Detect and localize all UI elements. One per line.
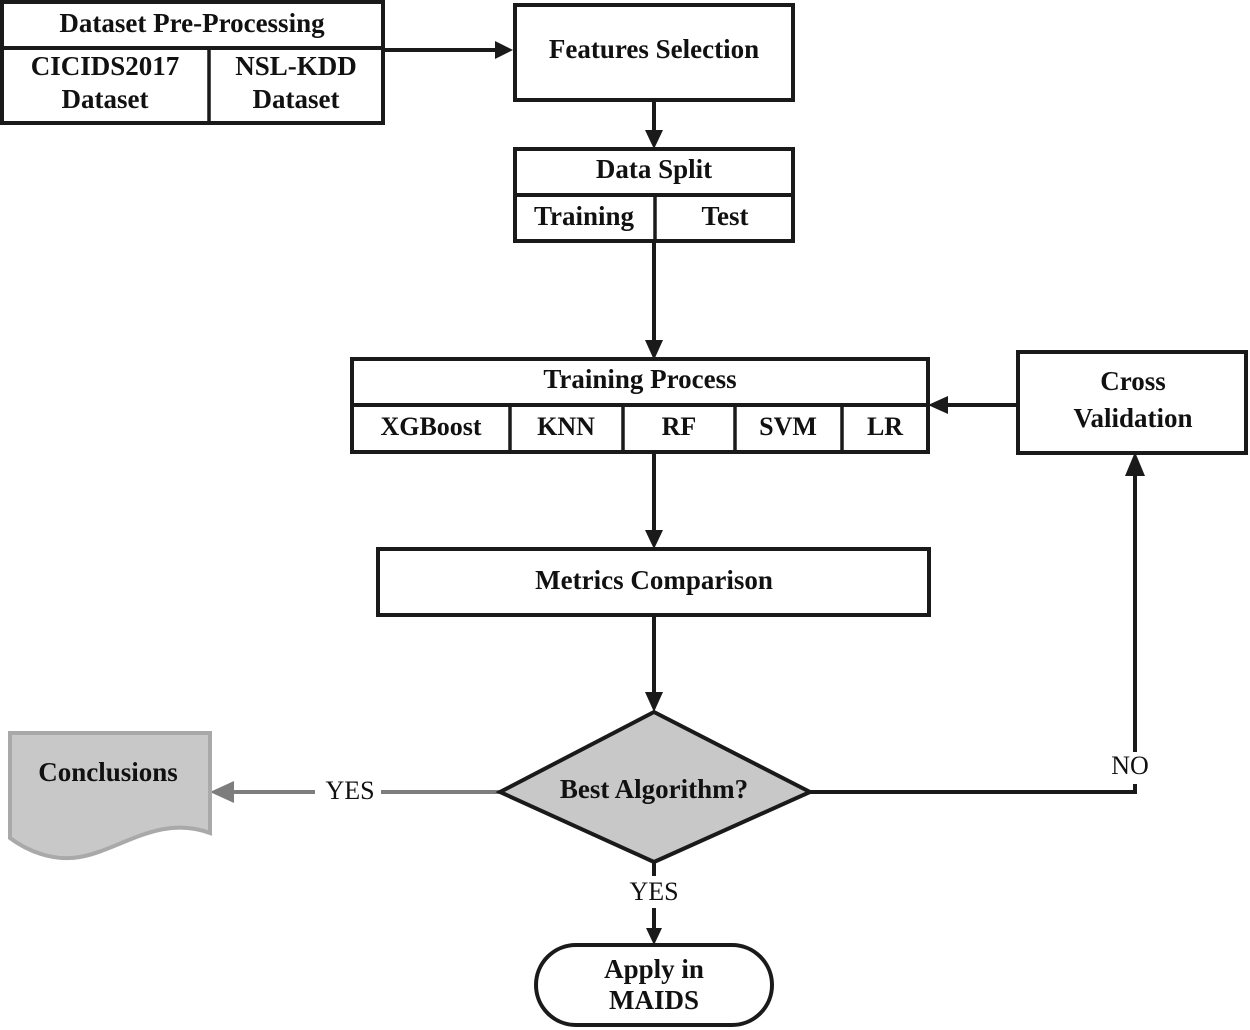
cross-validation-label-line-0: Cross <box>1100 366 1166 396</box>
training-process-cell-rf: RF <box>662 412 697 441</box>
edge-preprocessing-to-features <box>383 41 513 59</box>
node-conclusions[interactable]: Conclusions <box>8 731 212 861</box>
decision-label: Best Algorithm? <box>560 774 748 804</box>
node-metrics-comparison[interactable]: Metrics Comparison <box>376 547 931 617</box>
training-process-header-label: Training Process <box>543 364 736 394</box>
cross-validation-label-line-1: Validation <box>1073 403 1192 433</box>
training-process-cell-svm: SVM <box>759 412 817 441</box>
training-process-cell-xgboost: XGBoost <box>380 412 481 441</box>
apply-label-line-0: Apply in <box>604 954 704 984</box>
preprocessing-cell-0-line-0: CICIDS2017 <box>31 51 180 81</box>
preprocessing-cell-0-line-1: Dataset <box>62 84 149 114</box>
metrics-comparison-label: Metrics Comparison <box>535 565 773 595</box>
node-features-selection[interactable]: Features Selection <box>513 3 795 102</box>
training-process-cell-knn: KNN <box>537 412 595 441</box>
edge-label-yes-left: YES <box>315 776 381 808</box>
edge-label-yes-down-text: YES <box>629 877 678 906</box>
node-data-split[interactable]: Data Split Training Test <box>513 147 795 243</box>
node-cross-validation[interactable]: Cross Validation <box>1016 350 1248 455</box>
node-decision-best-algorithm[interactable]: Best Algorithm? <box>495 709 815 865</box>
edge-label-yes-left-text: YES <box>325 776 374 805</box>
edge-training-to-metrics <box>645 452 663 549</box>
edge-datasplit-to-training <box>645 242 663 360</box>
data-split-cell-test: Test <box>701 201 748 231</box>
data-split-header-label: Data Split <box>596 154 712 184</box>
preprocessing-header-label: Dataset Pre-Processing <box>59 8 325 38</box>
edge-crossvalidation-to-training <box>928 396 1018 414</box>
conclusions-label: Conclusions <box>38 757 178 787</box>
node-dataset-preprocessing[interactable]: Dataset Pre-Processing CICIDS2017 Datase… <box>0 0 385 125</box>
edge-label-no-right-text: NO <box>1111 751 1149 780</box>
features-selection-label: Features Selection <box>549 34 759 64</box>
node-apply-in-maids[interactable]: Apply in MAIDS <box>534 943 774 1027</box>
edge-label-yes-down: YES <box>620 876 688 908</box>
apply-label-line-1: MAIDS <box>609 985 699 1015</box>
edge-metrics-to-decision <box>645 615 663 712</box>
training-process-cell-lr: LR <box>867 412 903 441</box>
edge-decision-no-to-crossvalidation <box>810 452 1145 794</box>
edge-label-no-right: NO <box>1100 751 1156 784</box>
preprocessing-cell-1-line-0: NSL-KDD <box>235 51 357 81</box>
preprocessing-cell-1-line-1: Dataset <box>253 84 340 114</box>
data-split-cell-training: Training <box>534 201 635 231</box>
node-training-process[interactable]: Training Process XGBoost KNN RF SVM LR <box>350 357 930 454</box>
edge-features-to-datasplit <box>645 100 663 149</box>
